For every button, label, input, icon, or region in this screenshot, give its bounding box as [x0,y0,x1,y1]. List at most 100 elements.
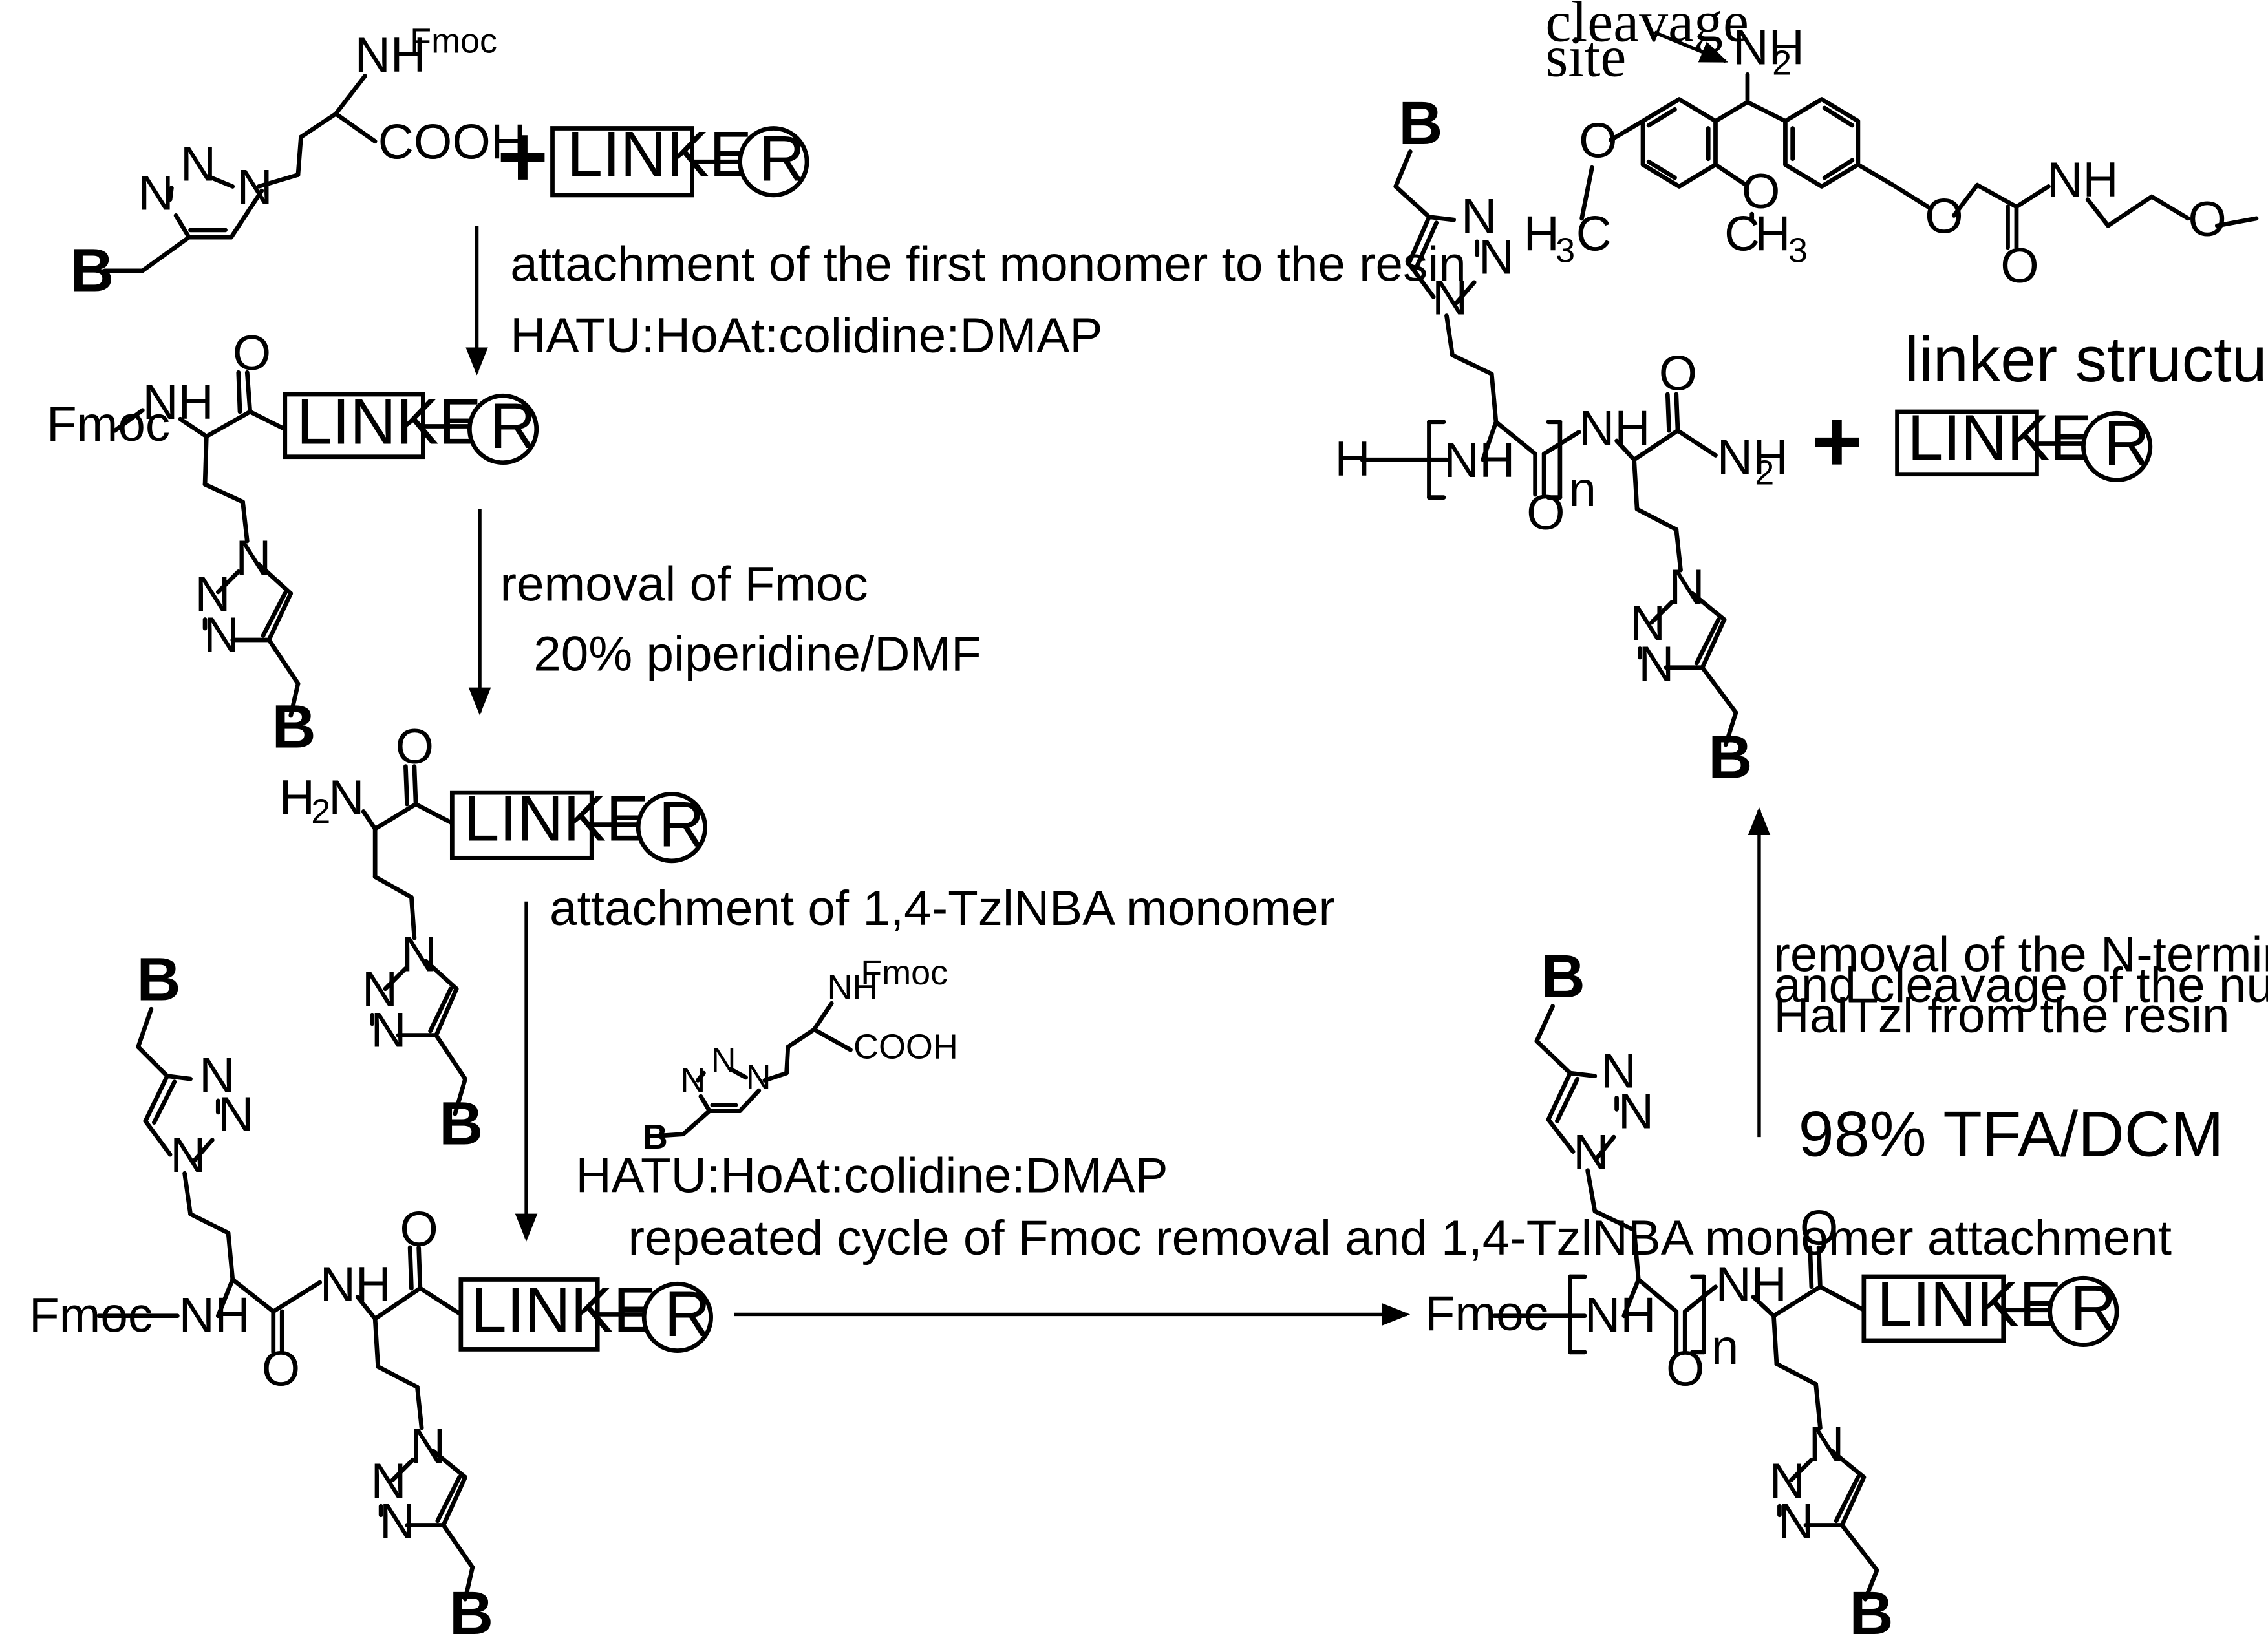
n-atom: N [180,136,216,191]
plus-sign: + [1812,392,1863,490]
cooh-label: COOH [378,115,526,170]
step2-reagents: 20% piperidine/DMF [533,626,981,681]
step2-condition: removal of Fmoc [500,557,868,611]
nh-label: NH [355,28,426,83]
resin-label: R [665,1278,711,1350]
step5-condition-3: HalTzl from the resin [1773,988,2229,1043]
nh-label: NH [142,375,213,430]
nh2-label: NH [1717,430,1788,485]
resin-bead [738,126,809,198]
product-oligomer: B N N N H NH O n NH O [1334,90,1788,791]
o-atom: O [233,326,271,381]
subscript-2: 2 [1772,43,1792,82]
o-atom: O [262,1342,300,1397]
n-atom: N [1618,1085,1654,1140]
fmoc-label: Fmoc [410,22,497,61]
fmoc-dimer-resin: B N N N Fmoc NH O NH O LINKER R [29,946,713,1636]
b-atom: B [1708,724,1752,792]
b-atom: B [1398,90,1442,158]
o-atom: O [2000,239,2038,293]
linker-resin-released: LINKER R [1895,401,2153,483]
o-atom: O [396,719,434,774]
b-atom: B [439,1090,483,1158]
monomer-reagent: NH Fmoc COOH N N N B [643,953,958,1156]
subscript-2: 2 [1755,453,1774,492]
step5-condition-2: and cleavage of the nucleopeptide [1773,958,2268,1013]
b-atom: B [272,693,316,761]
n-atom: N [1601,1044,1636,1099]
n-atom: N [235,531,271,586]
cooh-label: COOH [853,1028,958,1067]
n-atom: N [362,962,398,1017]
n-atom: N [1770,1454,1805,1509]
linker-structure: cleavage site NH 2 O C H 3 O H 3 C O [1524,0,2259,293]
b-atom: B [643,1118,668,1156]
n-atom: N [1630,596,1665,651]
linker-resin-start: LINKER R [550,118,809,198]
o-atom: O [1742,164,1780,219]
n-atom: N [204,608,239,663]
nh-label: NH [320,1257,391,1312]
n-atom: N [410,1419,445,1474]
nh2-label: NH [1733,21,1804,76]
repeat-n: n [1568,462,1596,517]
n-atom: N [370,1454,406,1509]
fmoc-label: Fmoc [861,953,948,992]
c-atom: C [1724,206,1760,261]
n-atom: N [199,1048,235,1103]
cleavage-arrow [1654,30,1729,63]
n-atom: N [218,1087,253,1142]
n-atom: N [370,1003,406,1058]
o-atom: O [400,1202,438,1257]
step3-reagents: HATU:HoAt:colidine:DMAP [575,1149,1168,1204]
n-atom: N [237,160,273,215]
step4-condition: repeated cycle of Fmoc removal and 1,4-T… [628,1211,2172,1266]
n-atom: N [401,928,437,983]
n-atom: N [1479,229,1514,284]
n-atom: N [1669,560,1705,615]
step1-condition: attachment of the first monomer to the r… [510,237,1466,292]
n-atom: N [1638,637,1674,692]
fmoc-monomer-resin: Fmoc NH O LINKER R N N N B [47,326,539,761]
h-atom: H [1524,206,1559,261]
repeat-n: n [1711,1320,1739,1375]
nh-label: NH [1579,401,1650,456]
fmoc-label: Fmoc [47,397,170,452]
o-atom: O [2188,192,2226,247]
nh-label: NH [1715,1257,1786,1312]
o-atom: O [1579,113,1617,168]
o-atom: O [1800,1200,1838,1255]
n-atom: N [380,1494,415,1549]
n-atom: N [680,1061,705,1100]
subscript-2: 2 [311,792,330,831]
o-atom: O [1666,1342,1704,1397]
nh-label: NH [179,1288,250,1343]
n-atom: N [1808,1418,1844,1472]
nh-label: NH [2047,153,2118,207]
step3-condition: attachment of 1,4-TzlNBA monomer [550,881,1335,936]
linker-structure-title: linker structure [1905,323,2268,395]
resin-label: R [659,788,705,860]
monomer-start: NH Fmoc COOH N N N B [70,22,526,305]
resin-label: R [2070,1272,2116,1344]
h-label: H [279,770,315,825]
step5-reagents: 98% TFA/DCM [1799,1098,2224,1169]
subscript-3: 3 [1556,231,1575,270]
nh-label: NH [1585,1288,1656,1343]
plus-sign: + [497,107,548,205]
b-atom: B [1541,943,1585,1011]
n-atom: N [195,567,230,622]
n-atom: N [138,165,174,220]
h-atom: H [1755,206,1790,261]
o-atom: O [1925,189,1963,244]
cleavage-label-2: site [1545,25,1626,89]
step5-condition-1: removal of the N-terminal Fmoc [1773,928,2268,983]
o-atom: O [1659,346,1697,401]
amine-monomer-resin: H 2 N O LINKER R N N N B [279,719,708,1158]
b-atom: B [449,1580,493,1636]
b-atom: B [70,237,114,304]
resin-label: R [759,122,805,194]
resin-label: R [490,390,536,462]
n-atom: N [328,770,364,825]
